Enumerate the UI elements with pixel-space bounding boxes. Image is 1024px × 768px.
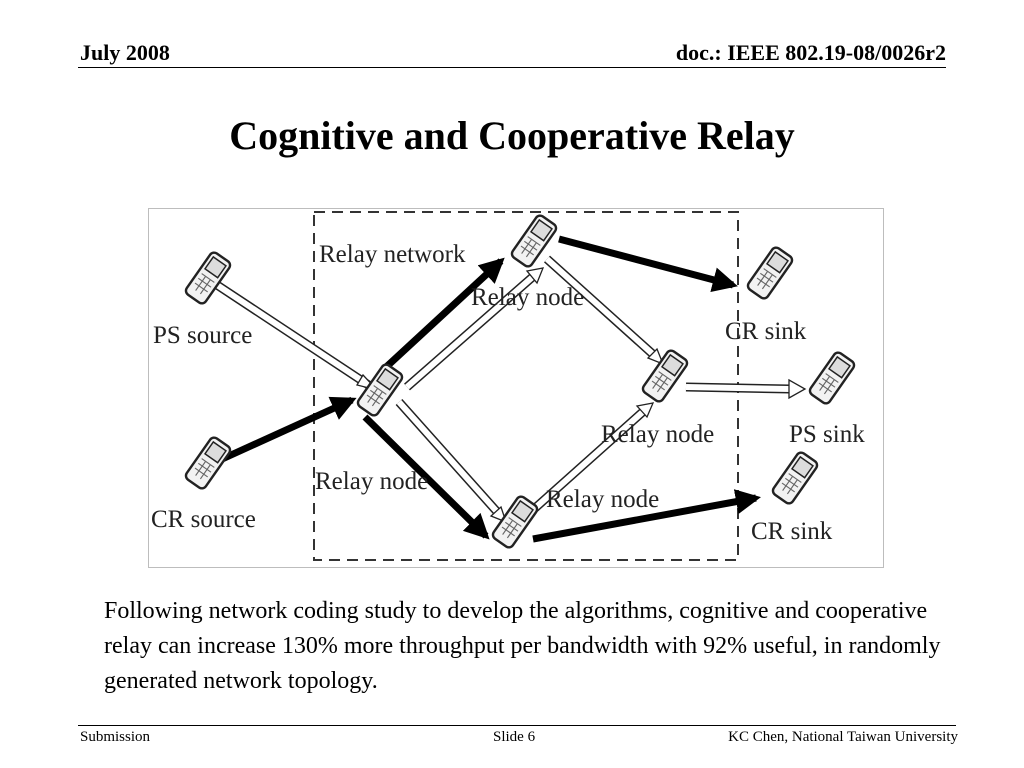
header-doc-id: doc.: IEEE 802.19-08/0026r2 (675, 40, 946, 65)
footer-divider (78, 725, 956, 726)
relay-network-diagram: Relay network Relay node PS source CR si… (148, 208, 884, 568)
label-relay-network: Relay network (319, 241, 466, 268)
footer-slide-number: Slide 6 (493, 729, 536, 745)
footer-author: KC Chen, National Taiwan University (728, 729, 958, 745)
link-relay-bottom-to-cr-sink (532, 489, 761, 543)
link-relay-to-relay-top (404, 267, 545, 391)
label-relay-node-bottom: Relay node (546, 486, 659, 513)
label-ps-sink: PS sink (789, 421, 865, 448)
label-cr-source: CR source (151, 506, 256, 533)
label-cr-sink-top: CR sink (725, 318, 807, 345)
link-relay-bottom-to-relay-mid (531, 402, 655, 513)
label-cr-sink-bottom: CR sink (751, 518, 833, 545)
slide-title: Cognitive and Cooperative Relay (229, 113, 795, 158)
cr-sink-bottom-phone-icon (769, 449, 821, 507)
label-relay-node-mid: Relay node (601, 421, 714, 448)
link-relay-top-to-cr-sink (558, 235, 738, 293)
cr-source-phone-icon (182, 434, 234, 492)
header-date: July 2008 (80, 40, 170, 65)
link-relay-to-relay-top (381, 257, 505, 372)
link-relay-mid-to-ps-sink (685, 378, 807, 400)
header-divider (78, 67, 946, 68)
relay-bottom-phone-icon (489, 493, 541, 551)
link-relay-to-relay-bottom (362, 414, 490, 540)
slide-body-text: Following network coding study to develo… (104, 598, 941, 694)
ps-source-phone-icon (182, 249, 234, 307)
relay-center-phone-icon (354, 361, 406, 419)
primary-system-links (208, 255, 807, 524)
label-relay-node-top: Relay node (471, 284, 584, 311)
link-cr-source-to-relay (207, 396, 357, 469)
ps-sink-phone-icon (806, 349, 858, 407)
label-relay-node-left: Relay node (315, 468, 428, 495)
footer-submission: Submission (80, 729, 151, 745)
link-relay-top-to-relay-mid (543, 255, 665, 366)
label-ps-source: PS source (153, 322, 252, 349)
cognitive-relay-links (207, 235, 761, 543)
cr-sink-top-phone-icon (744, 244, 796, 302)
